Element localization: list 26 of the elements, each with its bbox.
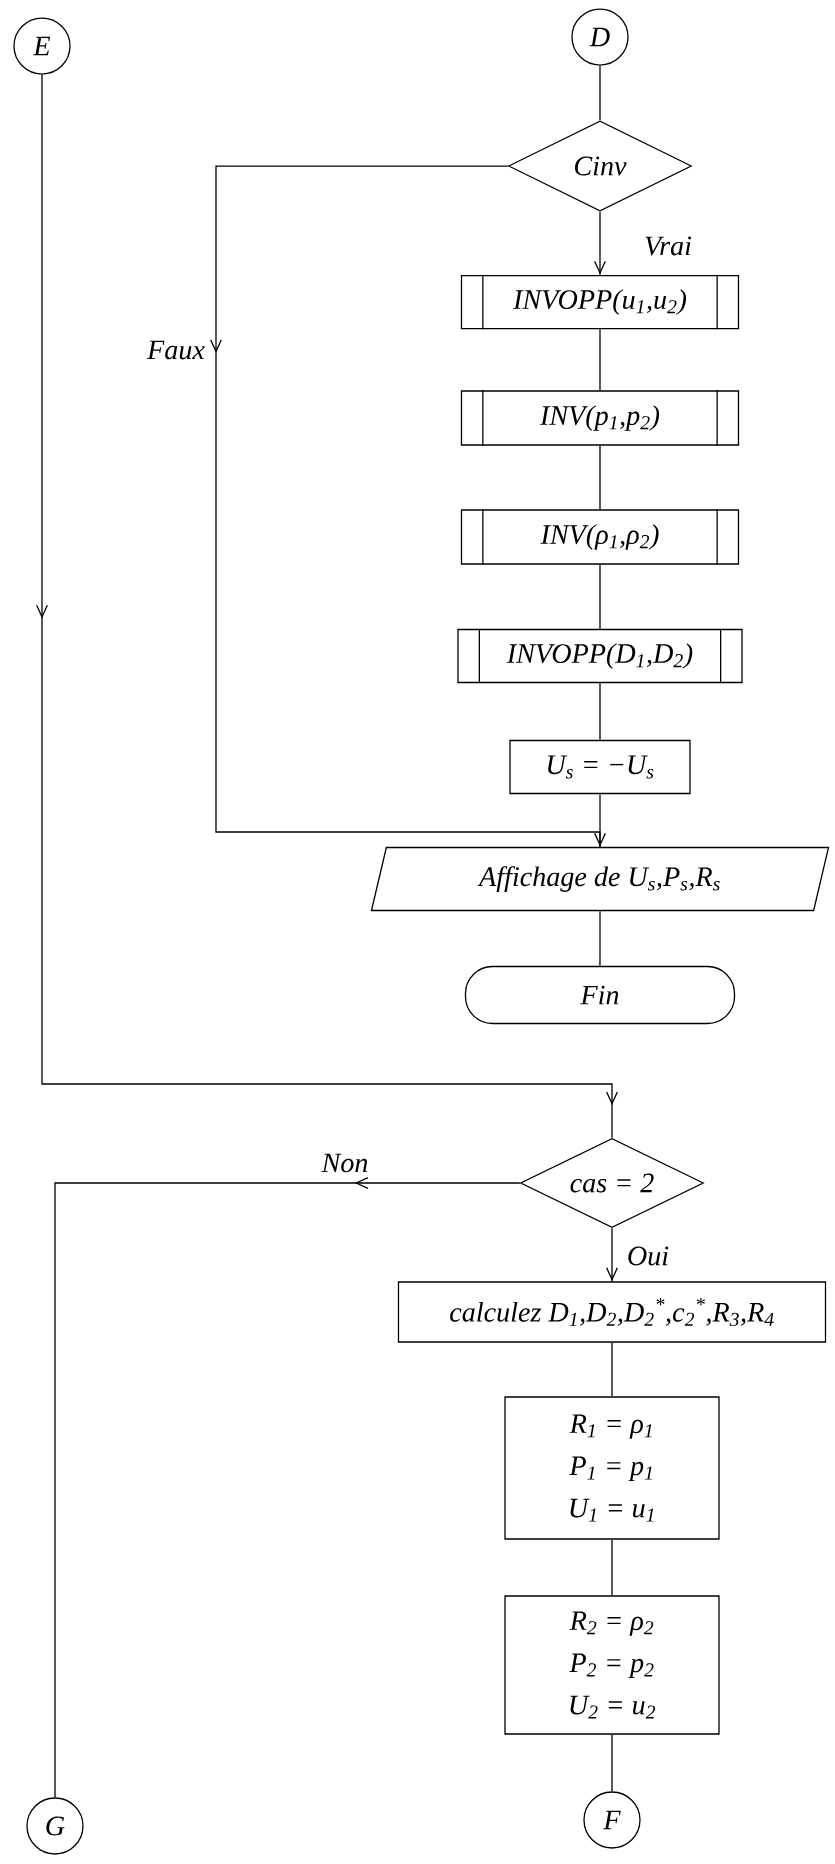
connector-line <box>599 910 601 967</box>
connector-line <box>611 1539 613 1596</box>
process-box: calculez D$_{1}$,D$_{2}$,D$_{2}$$^{*}$,c$_{2}$$^{*}$,R$_{3}$,R$_{4}$ <box>397 1281 827 1343</box>
output-parallelogram: Affichage de U$_{s}$,P$_{s}$,R$_{s}$ <box>370 846 830 912</box>
process-box: R$_{1}$ = ρ$_{1}$ P$_{1}$ = p$_{1}$ U$_{1}$ = u$_{1}$ <box>504 1396 720 1540</box>
edge-label: Vrai <box>642 235 694 257</box>
subroutine-box: INVOPP(D$_{1}$,D$_{2}$) <box>457 628 743 684</box>
connector-line <box>599 65 601 121</box>
connector-line <box>599 564 601 630</box>
process-box: U$_{s}$ = −U$_{s}$ <box>509 739 691 795</box>
arrow <box>606 1227 618 1282</box>
arrow <box>594 211 606 276</box>
connector-line <box>599 328 601 391</box>
connector-line <box>611 1342 613 1397</box>
arrow <box>594 793 606 848</box>
connector-line <box>599 682 601 741</box>
subroutine-box: INV(ρ$_{1}$,ρ$_{2}$) <box>460 508 740 566</box>
subroutine-box: INV(p$_{1}$,p$_{2}$) <box>460 389 740 447</box>
connector-line <box>599 445 601 510</box>
subroutine-box: INVOPP(u$_{1}$,u$_{2}$) <box>460 274 740 330</box>
terminal-box: Fin <box>464 965 736 1025</box>
connector-line <box>611 1734 613 1792</box>
edge-label: Non <box>320 1152 370 1174</box>
edge-label: Oui <box>625 1245 671 1267</box>
edge-label: Faux <box>145 339 207 361</box>
process-box: R$_{2}$ = ρ$_{2}$ P$_{2}$ = p$_{2}$ U$_{2}$ = u$_{2}$ <box>504 1595 720 1735</box>
